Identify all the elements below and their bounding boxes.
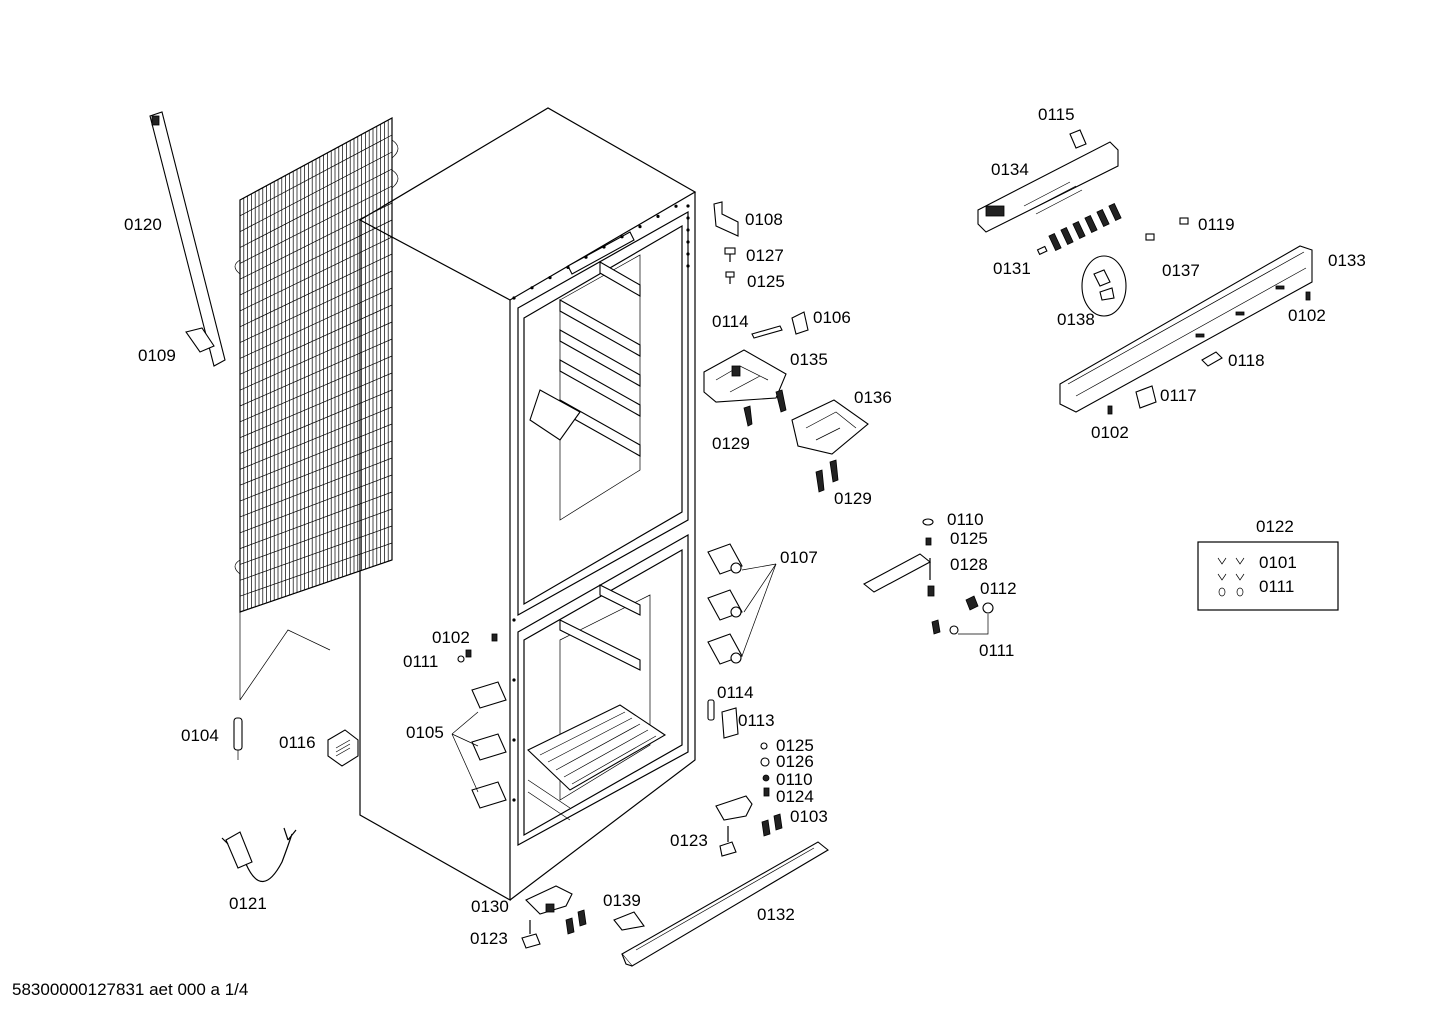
label-0106: 0106 xyxy=(813,308,851,327)
label-0118: 0118 xyxy=(1228,351,1265,370)
thermostat-housing xyxy=(703,349,787,403)
pin-0114 xyxy=(751,325,783,339)
label-0110: 0110 xyxy=(947,510,984,529)
label-0120: 0120 xyxy=(124,215,162,234)
panel-screws-0102 xyxy=(1107,291,1311,415)
label-0117: 0117 xyxy=(1160,386,1197,405)
control-panel-cover xyxy=(1059,245,1313,413)
filter-drier xyxy=(233,717,243,760)
kick-plate xyxy=(621,841,829,967)
clip-0109 xyxy=(185,327,215,353)
lower-hinge-assembly xyxy=(715,742,783,857)
power-cord xyxy=(221,827,297,882)
label-0111: 0111 xyxy=(1259,577,1294,596)
clip-0117 xyxy=(1135,385,1157,409)
label-0104: 0104 xyxy=(181,726,219,745)
label-0135: 0135 xyxy=(790,350,828,369)
label-0123: 0123 xyxy=(670,831,708,850)
label-0114: 0114 xyxy=(717,683,754,702)
label-0105: 0105 xyxy=(406,723,444,742)
buttons-0131 xyxy=(1036,202,1122,256)
label-0133: 0133 xyxy=(1328,251,1366,270)
label-0126: 0126 xyxy=(776,752,814,771)
cover-0113 xyxy=(721,707,739,739)
cabinet-screw-holes xyxy=(512,204,690,802)
part-labels: 0120 0109 0104 0116 0121 0102 0111 0105 … xyxy=(124,105,1366,948)
upper-door-hinge xyxy=(863,518,994,635)
label-0111: 0111 xyxy=(979,641,1014,660)
knob-0138 xyxy=(1081,255,1127,317)
label-0122: 0122 xyxy=(1256,517,1294,536)
label-0124: 0124 xyxy=(776,787,814,806)
foil-0139 xyxy=(613,911,645,931)
label-0115: 0115 xyxy=(1038,105,1075,124)
relay-box xyxy=(327,729,359,767)
label-0116: 0116 xyxy=(279,733,316,752)
hinge-blocks xyxy=(707,543,777,665)
label-0129: 0129 xyxy=(712,434,750,453)
label-0119: 0119 xyxy=(1198,215,1235,234)
screws-0129-lower xyxy=(815,459,839,493)
label-0125: 0125 xyxy=(950,529,988,548)
label-0131: 0131 xyxy=(993,259,1031,278)
label-0109: 0109 xyxy=(138,346,176,365)
label-0123: 0123 xyxy=(470,929,508,948)
refrigerator-cabinet xyxy=(358,107,697,902)
bracket-rail xyxy=(149,111,226,367)
label-0130: 0130 xyxy=(471,897,509,916)
label-0127: 0127 xyxy=(746,246,784,265)
screw-0127 xyxy=(724,247,736,262)
pin-0114-lower xyxy=(707,699,715,721)
label-0125: 0125 xyxy=(747,272,785,291)
label-0102: 0102 xyxy=(1091,423,1129,442)
screw-0125 xyxy=(725,271,735,284)
label-0102: 0102 xyxy=(1288,306,1326,325)
label-0101: 0101 xyxy=(1259,553,1297,572)
label-0136: 0136 xyxy=(854,388,892,407)
door-bin-clips xyxy=(451,681,507,809)
label-0129: 0129 xyxy=(834,489,872,508)
kit-contents-box xyxy=(1197,541,1339,611)
label-0110: 0110 xyxy=(776,770,813,789)
condenser-coil xyxy=(234,116,399,701)
screws-0129-upper xyxy=(743,389,787,427)
document-code: 58300000127831 aet 000 a 1/4 xyxy=(12,980,249,999)
label-0111: 0111 xyxy=(403,652,438,671)
label-0108: 0108 xyxy=(745,210,783,229)
label-0102: 0102 xyxy=(432,628,470,647)
electronic-module xyxy=(977,129,1119,233)
label-0132: 0132 xyxy=(757,905,795,924)
holder-0106 xyxy=(791,311,809,335)
clips-0137-0119 xyxy=(1145,217,1189,241)
bottom-hinge xyxy=(521,885,587,949)
label-0139: 0139 xyxy=(603,891,641,910)
label-0107: 0107 xyxy=(780,548,818,567)
label-0128: 0128 xyxy=(950,555,988,574)
label-0138: 0138 xyxy=(1057,310,1095,329)
label-0112: 0112 xyxy=(980,579,1017,598)
lamp-cover xyxy=(791,399,869,455)
label-0113: 0113 xyxy=(738,711,775,730)
label-0121: 0121 xyxy=(229,894,267,913)
label-0134: 0134 xyxy=(991,160,1029,179)
label-0125: 0125 xyxy=(776,736,814,755)
label-0103: 0103 xyxy=(790,807,828,826)
label-0137: 0137 xyxy=(1162,261,1200,280)
bracket-0108 xyxy=(713,201,739,237)
cabinet-small-screws xyxy=(457,633,498,663)
clip-0118 xyxy=(1201,351,1223,367)
label-0114: 0114 xyxy=(712,312,749,331)
